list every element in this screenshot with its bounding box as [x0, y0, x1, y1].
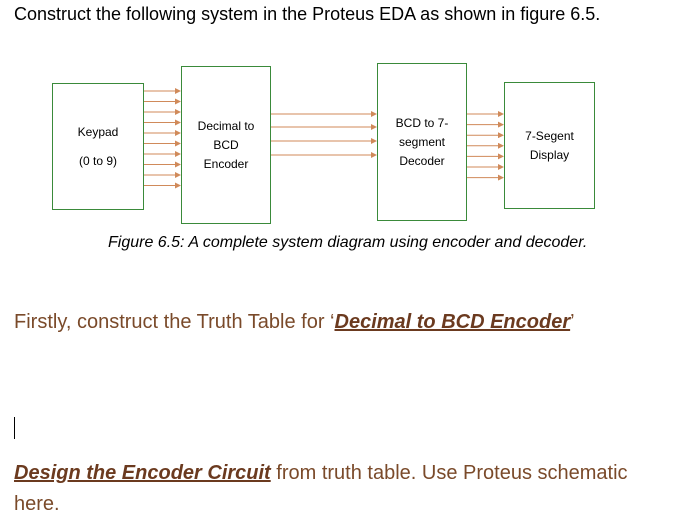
step1-quote: ’ [570, 311, 575, 333]
text-cursor [14, 417, 15, 439]
step1-text: Firstly, construct the Truth Table for ‘ [14, 311, 335, 333]
keypad-block: Keypad (0 to 9) [52, 83, 144, 210]
decoder-label-line1: BCD to 7- [395, 115, 449, 130]
step2-text: from truth table. Use Proteus schematic … [14, 462, 628, 515]
decoder-label-line2: segment [398, 134, 446, 149]
display-label-line2: Display [529, 147, 570, 162]
decoder-block: BCD to 7- segment Decoder [377, 63, 467, 221]
encoder-link[interactable]: Decimal to BCD Encoder [334, 311, 571, 333]
system-diagram [144, 88, 504, 189]
design-circuit-link[interactable]: Design the Encoder Circuit [14, 462, 271, 484]
decoder-label-line3: Decoder [399, 153, 445, 168]
keypad-to-encoder-arrows [144, 88, 181, 189]
encoder-label-line3: Encoder [203, 156, 249, 171]
keypad-range-label: (0 to 9) [78, 153, 117, 168]
encoder-label-line2: BCD [213, 137, 239, 152]
step2-paragraph: Design the Encoder Circuit from truth ta… [14, 458, 674, 520]
display-block: 7-Segent Display [504, 82, 595, 209]
encoder-block: Decimal to BCD Encoder [181, 66, 271, 224]
step1-paragraph: Firstly, construct the Truth Table for ‘… [14, 311, 575, 334]
encoder-to-decoder-arrows [271, 111, 377, 158]
figure-caption: Figure 6.5: A complete system diagram us… [108, 234, 588, 251]
encoder-label-line1: Decimal to [197, 118, 255, 133]
decoder-to-display-arrows [467, 111, 504, 181]
display-label-line1: 7-Segent [525, 128, 574, 143]
keypad-label: Keypad [77, 124, 119, 139]
intro-paragraph: Construct the following system in the Pr… [14, 4, 601, 24]
